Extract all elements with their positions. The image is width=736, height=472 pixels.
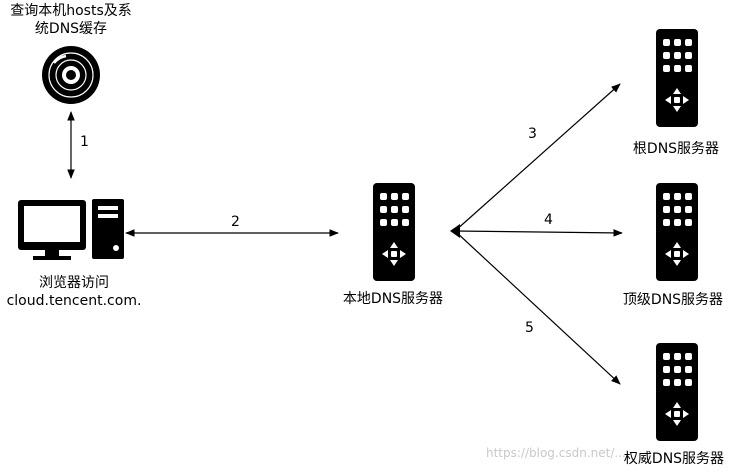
tld-dns-label: 顶级DNS服务器 <box>622 292 724 308</box>
local-dns-label: 本地DNS服务器 <box>342 291 444 307</box>
edge-4-to-tld-dns <box>454 229 623 237</box>
edge-3-number: 3 <box>528 126 537 142</box>
edge-2-number: 2 <box>231 214 240 230</box>
tld-dns-server-icon <box>656 183 698 281</box>
edge-1-number: 1 <box>80 134 89 150</box>
watermark-text: https://blog.csdn.net/... <box>486 446 626 460</box>
cd-disk-icon <box>42 46 100 104</box>
edge-4-number: 4 <box>544 212 553 228</box>
cache-label: 查询本机hosts及系 统DNS缓存 <box>10 3 132 37</box>
edge-3-to-root-dns <box>454 83 621 232</box>
root-dns-label: 根DNS服务器 <box>632 141 720 157</box>
auth-dns-server-icon <box>656 343 698 441</box>
edge-5-to-auth-dns <box>454 230 621 385</box>
root-dns-server-icon <box>656 29 698 127</box>
desktop-computer-icon <box>18 199 124 260</box>
auth-dns-label: 权威DNS服务器 <box>623 451 725 467</box>
edge-origin-arrowhead <box>450 224 460 238</box>
edge-5-number: 5 <box>525 320 534 336</box>
browser-label: 浏览器访问 cloud.tencent.com. <box>6 275 142 309</box>
local-dns-server-icon <box>373 183 415 281</box>
